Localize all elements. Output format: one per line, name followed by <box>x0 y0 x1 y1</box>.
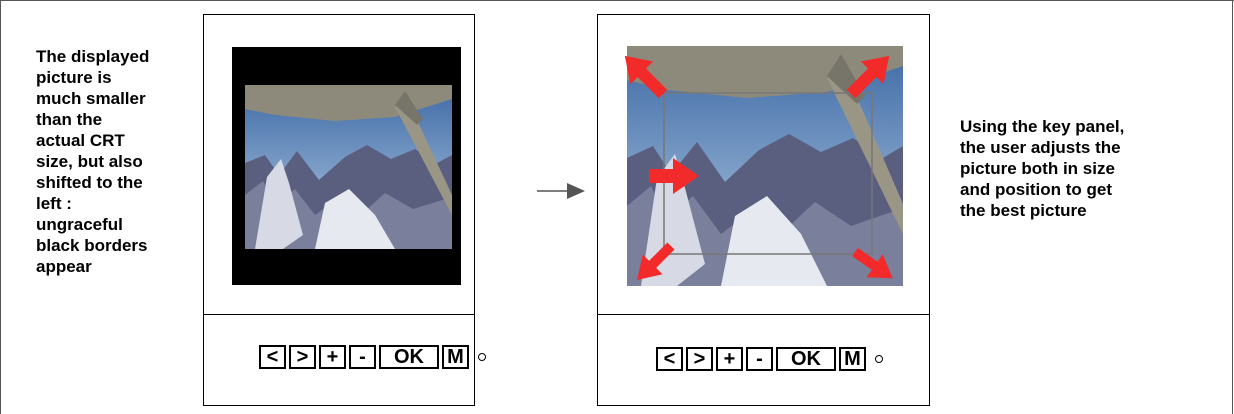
key-minus[interactable]: - <box>746 347 773 371</box>
right-adjusted-picture <box>627 46 903 286</box>
left-key-panel: < > + - OK M <box>259 345 486 369</box>
key-plus[interactable]: + <box>716 347 743 371</box>
right-caption: Using the key panel, the user adjusts th… <box>960 117 1125 220</box>
key-left[interactable]: < <box>656 347 683 371</box>
power-led-icon <box>478 353 486 361</box>
arrow-bottom-left-icon <box>637 242 675 280</box>
arrow-right-icon <box>649 158 699 194</box>
page-frame-top <box>0 0 1234 1</box>
key-ok[interactable]: OK <box>379 345 439 369</box>
page-frame-right <box>1232 0 1233 414</box>
key-right[interactable]: > <box>686 347 713 371</box>
right-key-panel: < > + - OK M <box>656 347 883 371</box>
power-led-icon <box>875 355 883 363</box>
key-menu[interactable]: M <box>442 345 469 369</box>
arrow-bottom-right-icon <box>852 247 893 279</box>
key-plus[interactable]: + <box>319 345 346 369</box>
left-caption: The displayed picture is much smaller th… <box>36 47 150 276</box>
key-menu[interactable]: M <box>839 347 866 371</box>
resize-arrows <box>624 55 893 280</box>
key-left[interactable]: < <box>259 345 286 369</box>
right-arrow-icon <box>537 183 585 199</box>
key-ok[interactable]: OK <box>776 347 836 371</box>
page-frame-left <box>0 0 1 414</box>
left-displayed-picture <box>245 85 452 249</box>
arrow-top-left-icon <box>624 55 668 99</box>
key-minus[interactable]: - <box>349 345 376 369</box>
key-right[interactable]: > <box>289 345 316 369</box>
arrow-top-right-icon <box>846 55 890 99</box>
